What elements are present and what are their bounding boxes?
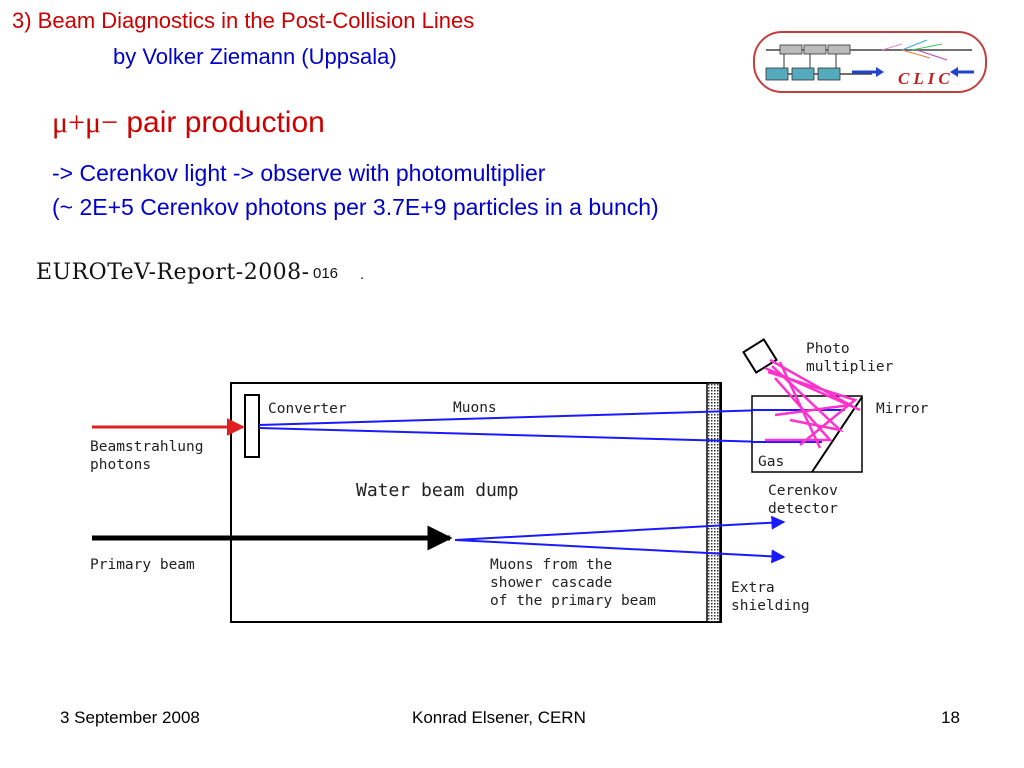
footer-page-number: 18	[941, 708, 960, 727]
label-beamstrahlung-1: Beamstrahlung	[90, 439, 204, 455]
report-dot: .	[360, 266, 365, 283]
label-muons-cascade-3: of the primary beam	[490, 593, 656, 609]
label-muons-cascade-1: Muons from the	[490, 557, 612, 573]
muon-track-upper	[258, 403, 768, 426]
cerenkov-light-rays	[764, 358, 861, 449]
slide-subtitle: by Volker Ziemann (Uppsala)	[113, 44, 397, 69]
label-extra: Extra	[731, 580, 775, 596]
label-muons-cascade-2: shower cascade	[490, 575, 612, 591]
photomultiplier	[742, 338, 778, 374]
clic-logo: CLIC	[753, 31, 987, 93]
label-beamstrahlung-2: photons	[90, 457, 151, 473]
converter	[244, 394, 260, 458]
label-primary-beam: Primary beam	[90, 557, 195, 573]
heading-text: pair production	[118, 106, 325, 139]
label-multiplier: multiplier	[806, 359, 894, 375]
clic-logo-text: CLIC	[898, 69, 954, 88]
section-heading: μ+μ− pair production	[52, 106, 325, 140]
report-reference: EUROTeV-Report-2008-	[36, 260, 310, 285]
label-cerenkov-1: Cerenkov	[768, 483, 838, 499]
heading-symbol: μ+μ−	[52, 106, 119, 139]
bullet-line-1: -> Cerenkov light -> observe with photom…	[52, 160, 546, 186]
label-water-beam-dump: Water beam dump	[356, 480, 519, 501]
muon-track-lower	[258, 427, 768, 449]
extra-shielding	[706, 382, 721, 623]
label-muons: Muons	[453, 400, 497, 416]
label-shielding: shielding	[731, 598, 810, 614]
mirror	[811, 396, 863, 473]
cascade-muon-upper	[454, 515, 786, 541]
cascade-muon-lower	[454, 539, 786, 564]
footer-date: 3 September 2008	[60, 708, 200, 727]
label-photo: Photo	[806, 341, 850, 357]
label-converter: Converter	[268, 401, 347, 417]
report-number: 016	[313, 265, 339, 282]
beam-dump-diagram: Converter Muons Beamstrahlung photons Wa…	[90, 338, 929, 623]
footer-author: Konrad Elsener, CERN	[412, 708, 586, 727]
label-cerenkov-2: detector	[768, 501, 838, 517]
label-gas: Gas	[758, 454, 784, 470]
label-mirror: Mirror	[876, 401, 929, 417]
water-beam-dump-box	[230, 382, 722, 623]
slide-title: 3) Beam Diagnostics in the Post-Collisio…	[12, 8, 475, 33]
bullet-line-2: (~ 2E+5 Cerenkov photons per 3.7E+9 part…	[52, 194, 659, 220]
